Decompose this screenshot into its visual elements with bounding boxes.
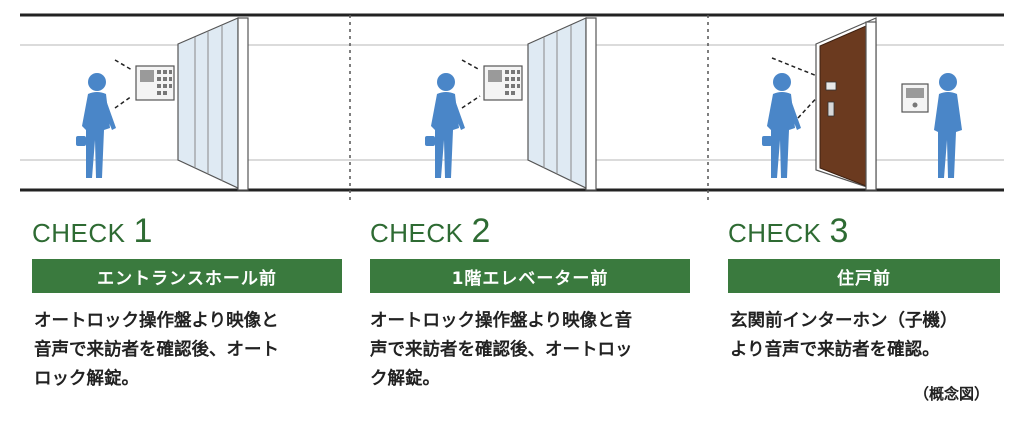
check-number: 3 <box>829 212 849 250</box>
intercom-panel-1 <box>135 65 175 101</box>
check-word: CHECK <box>728 218 822 248</box>
visitor-figure-1 <box>76 73 116 178</box>
description-1: オートロック操作盤より映像と 音声で来訪者を確認後、オート ロック解錠。 <box>34 311 279 389</box>
description-2: オートロック操作盤より映像と音 声で来訪者を確認後、オートロッ ク解錠。 <box>370 311 633 389</box>
indoor-intercom-monitor <box>901 83 929 113</box>
concept-diagram-note: （概念図） <box>914 385 990 403</box>
visitor-figure-2 <box>425 73 465 178</box>
scene-unit-door <box>762 17 962 191</box>
glass-door-2 <box>527 17 597 191</box>
check-number: 2 <box>471 212 491 250</box>
description-3: 玄関前インターホン（子機） より音声で来訪者を確認。 <box>730 311 958 360</box>
intercom-panel-2 <box>483 65 523 101</box>
check-number: 1 <box>133 212 153 250</box>
check-word: CHECK <box>370 218 464 248</box>
check-word: CHECK <box>32 218 126 248</box>
visitor-figure-3 <box>762 73 801 178</box>
location-banner-3: 住戸前 <box>728 259 1000 293</box>
security-illustration <box>20 13 1004 200</box>
resident-figure <box>934 73 962 178</box>
glass-door-1 <box>177 17 249 191</box>
location-banner-1: エントランスホール前 <box>32 259 342 293</box>
scene-entrance-hall <box>76 17 249 191</box>
location-banner-2: 1階エレベーター前 <box>370 259 690 293</box>
scene-elevator-hall <box>425 17 597 191</box>
front-door <box>815 17 877 191</box>
